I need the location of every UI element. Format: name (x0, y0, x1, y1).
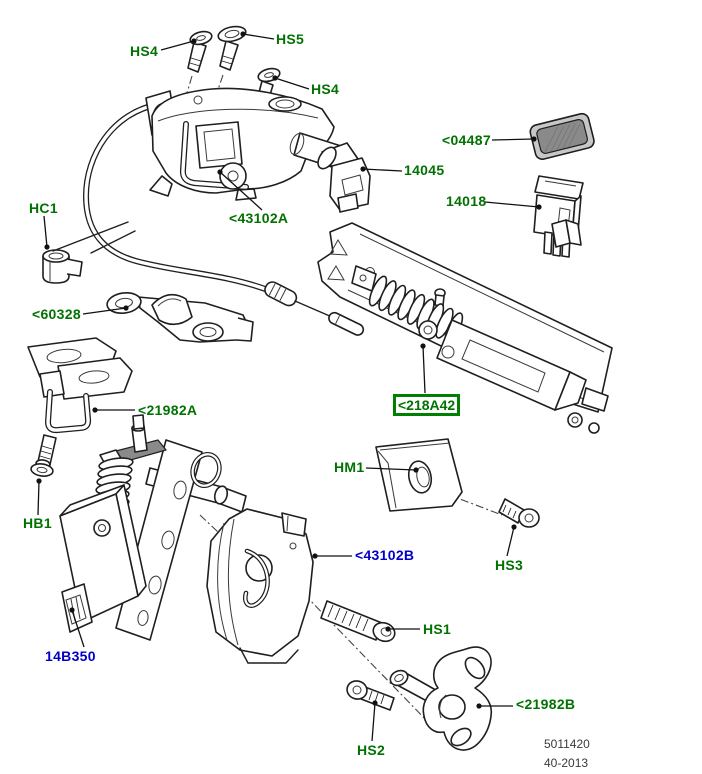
part-label-hs3[interactable]: HS3 (495, 557, 524, 573)
wedge-hm1[interactable] (375, 438, 463, 512)
cable-clip-hc1[interactable] (42, 221, 136, 284)
part-label-14b350[interactable]: 14B350 (45, 648, 96, 664)
part-label-hs4-2[interactable]: HS4 (311, 81, 340, 97)
part-label-hs1[interactable]: HS1 (423, 621, 452, 637)
drawing-number: 5011420 (544, 737, 590, 751)
part-label-04487[interactable]: <04487 (442, 132, 491, 148)
latch-actuator-assembly-218a42[interactable] (317, 219, 613, 434)
part-label-21982b[interactable]: <21982B (516, 696, 576, 712)
latch-43102b[interactable] (206, 508, 314, 664)
bolt-hs1[interactable] (320, 600, 398, 644)
part-label-hs5[interactable]: HS5 (276, 31, 305, 47)
part-label-hs2[interactable]: HS2 (357, 742, 386, 758)
pad-04487[interactable] (529, 112, 596, 161)
bracket-60328[interactable] (106, 291, 254, 343)
selected-part-label-218a42[interactable]: <218A42 (393, 394, 461, 416)
part-label-43102a[interactable]: <43102A (229, 210, 289, 226)
screw-hs4-left[interactable] (187, 30, 213, 73)
part-label-60328[interactable]: <60328 (32, 306, 81, 322)
part-label-hb1[interactable]: HB1 (23, 515, 52, 531)
part-label-hs4-1[interactable]: HS4 (130, 43, 159, 59)
hood-latch-assembly[interactable] (145, 87, 347, 201)
cable-end-hook (328, 311, 365, 336)
screw-hb1[interactable] (30, 434, 57, 477)
part-label-14045[interactable]: 14045 (404, 162, 445, 178)
actuator-14b350[interactable] (59, 414, 247, 641)
striker-plate-21982b[interactable] (422, 646, 493, 751)
part-label-21982a[interactable]: <21982A (138, 402, 198, 418)
part-label-hm1[interactable]: HM1 (334, 459, 365, 475)
screw-hs5[interactable] (217, 24, 247, 71)
part-label-hc1[interactable]: HC1 (29, 200, 58, 216)
part-label-43102b[interactable]: <43102B (355, 547, 415, 563)
striker-21982a[interactable] (27, 337, 133, 434)
part-label-14018[interactable]: 14018 (446, 193, 487, 209)
issue-date: 40-2013 (544, 756, 589, 770)
leader-lines (36, 31, 542, 742)
release-cable[interactable] (82, 101, 365, 337)
connector-14045[interactable] (314, 142, 371, 213)
screw-hs3[interactable] (498, 498, 540, 528)
screw-hs2[interactable] (345, 679, 395, 711)
